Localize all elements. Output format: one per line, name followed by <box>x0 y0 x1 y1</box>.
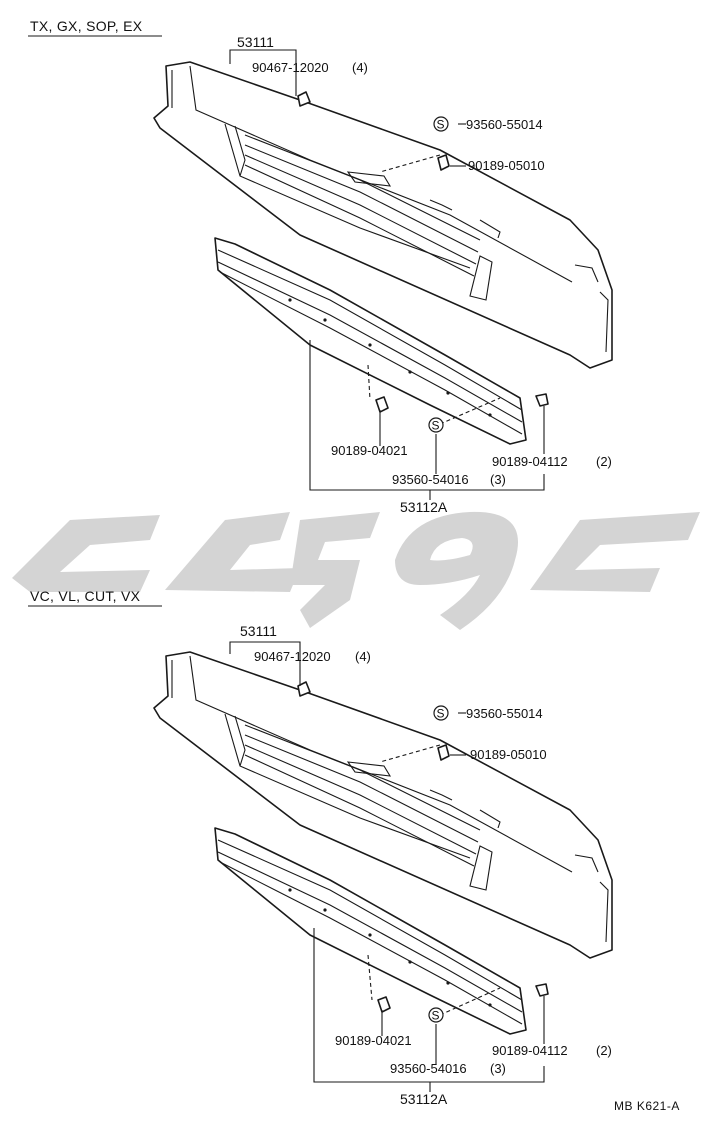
label-nut-right: 90189-05010 <box>470 747 547 762</box>
section-1: TX, GX, SOP, EX <box>28 18 613 515</box>
drawing-line <box>368 343 372 347</box>
label-clip-top-qty: (4) <box>355 649 371 664</box>
nut-icon <box>535 393 549 407</box>
label-nut-right: 90189-05010 <box>468 158 545 173</box>
drawing-line <box>323 318 327 322</box>
nut-icon <box>375 396 389 413</box>
section-header: VC, VL, CUT, VX <box>30 588 141 604</box>
lower-grille <box>214 237 527 445</box>
label-clip-top: 90467-12020 <box>252 60 329 75</box>
drawing-line <box>288 888 292 892</box>
drawing-line <box>433 705 449 721</box>
s-symbol-icon: S <box>433 705 449 721</box>
nut-icon <box>535 983 549 997</box>
label-screw-bottom-qty: (3) <box>490 472 506 487</box>
s-symbol-icon: S <box>433 116 449 132</box>
watermark-logo <box>12 511 700 630</box>
drawing-line <box>368 933 372 937</box>
label-nut-bottom-right: 90189-04112 <box>492 1043 568 1058</box>
drawing-line <box>428 1007 444 1023</box>
section-2: VC, VL, CUT, VX <box>28 588 613 1107</box>
drawing-line: S <box>432 419 441 433</box>
drawing-line <box>488 1003 492 1007</box>
label-nut-bottom-right: 90189-04112 <box>492 454 568 469</box>
drawing-line <box>408 370 412 374</box>
label-nut-bottom-right-qty: (2) <box>596 1043 612 1058</box>
label-grille-assembly: 53111 <box>237 34 274 50</box>
drawing-line <box>309 340 545 491</box>
drawing-line: S <box>437 707 446 721</box>
clip-icon <box>297 681 311 697</box>
drawing-line <box>367 954 373 1001</box>
drawing-line <box>446 981 450 985</box>
clip-icon <box>297 91 311 107</box>
drawing-line <box>408 960 412 964</box>
drawing-line <box>433 116 449 132</box>
label-screw-s: 93560-55014 <box>466 706 543 721</box>
upper-grille <box>153 651 613 959</box>
label-screw-s: 93560-55014 <box>466 117 543 132</box>
drawing-line <box>229 641 301 686</box>
label-grille-assembly: 53111 <box>240 623 277 639</box>
label-clip-top: 90467-12020 <box>254 649 331 664</box>
label-screw-bottom: 93560-54016 <box>390 1061 467 1076</box>
nut-icon <box>437 744 450 761</box>
drawing-line <box>165 512 300 592</box>
label-lower-grille: 53112A <box>400 499 448 515</box>
drawing-line <box>428 417 444 433</box>
drawing-line <box>429 789 501 829</box>
drawing-line <box>244 724 481 867</box>
drawing-line <box>574 264 609 353</box>
label-lower-grille: 53112A <box>400 1091 448 1107</box>
drawing-line <box>217 839 523 1025</box>
drawing-line <box>153 651 613 959</box>
drawing-line <box>290 512 380 628</box>
drawing-line <box>446 391 450 395</box>
drawing-line <box>224 123 471 269</box>
drawing-line <box>313 928 545 1083</box>
drawing-line <box>288 298 292 302</box>
drawing-line <box>217 249 523 435</box>
label-nut-left: 90189-04021 <box>331 443 408 458</box>
drawing-line <box>488 413 492 417</box>
drawing-line <box>379 154 441 173</box>
drawing-line <box>229 49 297 96</box>
drawing-line <box>12 515 160 592</box>
label-screw-bottom-qty: (3) <box>490 1061 506 1076</box>
drawing-line <box>323 908 327 912</box>
drawing-line <box>574 854 609 943</box>
drawing-line: S <box>432 1009 441 1023</box>
drawing-line <box>346 171 392 187</box>
s-symbol-icon: S <box>428 1007 444 1023</box>
drawing-code: MB K621-A <box>614 1099 680 1113</box>
upper-grille <box>153 61 613 369</box>
drawing-line <box>429 199 501 239</box>
drawing-line <box>395 511 518 630</box>
drawing-line <box>153 61 613 369</box>
section-header: TX, GX, SOP, EX <box>30 18 143 34</box>
label-nut-left: 90189-04021 <box>335 1033 412 1048</box>
drawing-line <box>244 134 481 277</box>
label-screw-bottom: 93560-54016 <box>392 472 469 487</box>
drawing-line <box>367 364 371 401</box>
drawing-line <box>469 845 493 891</box>
drawing-line <box>439 397 501 425</box>
label-clip-top-qty: (4) <box>352 60 368 75</box>
s-symbol-icon: S <box>428 417 444 433</box>
drawing-line <box>224 713 471 859</box>
drawing-line: S <box>437 118 446 132</box>
drawing-line <box>439 987 501 1016</box>
lower-grille <box>214 827 527 1035</box>
nut-icon <box>377 996 391 1013</box>
nut-icon <box>437 154 450 171</box>
drawing-line <box>469 255 493 301</box>
drawing-line <box>530 512 700 592</box>
drawing-line <box>346 761 392 777</box>
drawing-line <box>379 744 441 763</box>
label-nut-bottom-right-qty: (2) <box>596 454 612 469</box>
